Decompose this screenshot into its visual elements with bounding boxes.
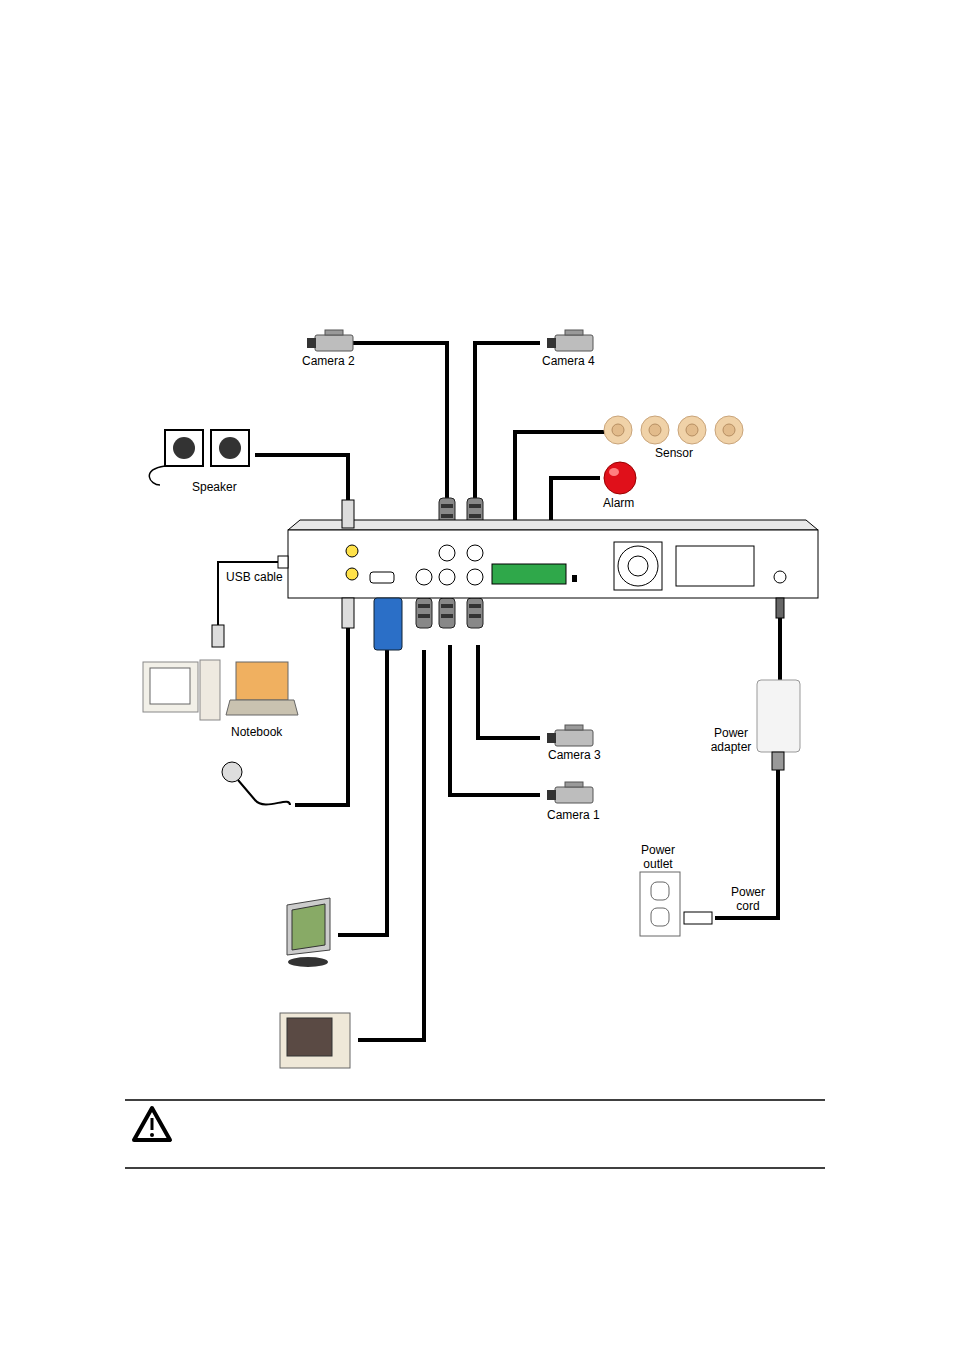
device-label: USB cable [226, 570, 283, 584]
device-label: Power adapter [706, 726, 756, 754]
device-label: Power outlet [636, 843, 680, 871]
device-label: Alarm [603, 496, 634, 510]
device-label: Camera 1 [547, 808, 600, 822]
device-label: Power cord [728, 885, 768, 913]
device-label: Camera 4 [542, 354, 595, 368]
device-label: Speaker [192, 480, 237, 494]
device-label: Sensor [655, 446, 693, 460]
device-label: Camera 3 [548, 748, 601, 762]
device-label: Notebook [231, 725, 282, 739]
device-label: Camera 2 [302, 354, 355, 368]
